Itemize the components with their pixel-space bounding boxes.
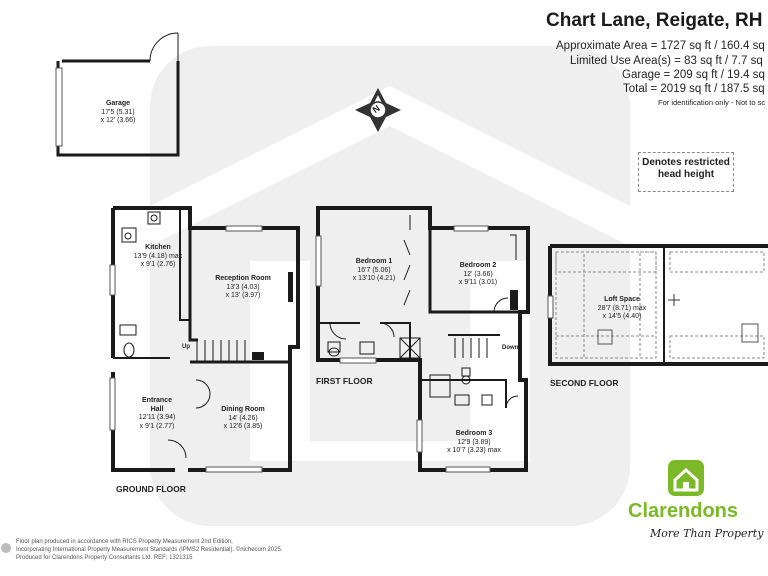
brand-name: Clarendons [628,500,739,522]
stairs-up-label: Up [182,344,190,350]
room-dim-1: 12' (3.66) [463,270,493,278]
room-dim-1: 12'11 (3.94) [138,414,176,421]
brand-tagline: More Than Property [650,527,764,540]
identification-note: For identification only - Not to sc [658,98,766,107]
restricted-height-areas [555,251,765,359]
loft-walls [548,244,768,366]
room-dim-2: x 13'10 (4.21) [352,275,396,282]
room-loft-space: Loft Space 28'7 (8.71) max x 14'5 (4.40) [590,296,654,322]
first-floor-walls [316,206,530,472]
room-name: Bedroom 2 [459,262,497,269]
garage-area: Garage = 209 sq ft / 19.4 sq [622,69,765,81]
room-dim-2: x 12' (3.66) [100,117,136,124]
room-dim-1: 17'5 (5.31) [101,108,135,116]
room-name: Loft Space [604,296,640,303]
room-garage: Garage 17'5 (5.31) x 12' (3.66) [88,100,148,126]
second-floor-label: SECOND FLOOR [550,378,619,388]
compass-icon [355,88,401,132]
footer-line-1: Floor plan produced in accordance with R… [16,539,233,545]
room-dim-1: 14' (4.26) [228,414,258,422]
room-bedroom-2: Bedroom 2 12' (3.66) x 9'11 (3.01) [450,262,506,288]
room-dim-1: 13'9 (4.18) max [133,252,183,260]
clarendons-logo-icon [668,460,704,496]
limited-use-area: Limited Use Area(s) = 83 sq ft / 7.7 sq [570,55,763,67]
room-dim-2: x 9'1 (2.76) [140,261,176,268]
total-area: Total = 2019 sq ft / 187.5 sq [623,83,765,95]
room-name-2: Hall [150,405,164,413]
room-dim-2: x 9'1 (2.77) [139,422,175,430]
footer-logo-icon [1,543,11,553]
ground-floor-fixtures [119,211,246,459]
room-dim-2: x 9'11 (3.01) [458,279,498,286]
room-dining: Dining Room 14' (4.26) x 12'6 (3.85) [208,406,278,432]
ground-floor-label: GROUND FLOOR [116,484,186,494]
footer-line-2: Incorporating International Property Mea… [16,547,283,553]
first-floor-fixtures [327,215,519,409]
room-kitchen: Kitchen 13'9 (4.18) max x 9'1 (2.76) [128,244,188,270]
room-name: Bedroom 1 [355,258,393,265]
room-dim-2: x 12'6 (3.85) [223,423,263,430]
footer-line-3: Produced for Clarendons Property Consult… [16,555,193,561]
legend-line-1: Denotes restricted [642,157,730,168]
room-bedroom-3: Bedroom 3 12'9 (3.89) x 10'7 (3.23) max [440,430,508,456]
garage-walls [56,32,180,157]
room-name: Kitchen [145,244,171,251]
room-name: Dining Room [221,406,265,413]
room-entrance-hall: Entrance Hall 12'11 (3.94) x 9'1 (2.77) [128,397,186,431]
room-name: Bedroom 3 [455,430,493,437]
room-dim-2: x 10'7 (3.23) max [447,447,501,454]
room-dim-2: x 13' (3.97) [225,292,261,299]
room-dim-2: x 14'5 (4.40) [602,313,642,320]
property-title: Chart Lane, Reigate, RH [546,10,763,31]
room-dim-1: 28'7 (8.71) max [597,304,647,312]
room-name: Reception Room [215,275,271,282]
room-dim-1: 13'3 (4.03) [226,283,260,291]
first-floor-label: FIRST FLOOR [316,376,373,386]
room-dim-1: 12'9 (3.89) [457,438,491,446]
room-reception: Reception Room 13'3 (4.03) x 13' (3.97) [208,275,278,301]
room-dim-1: 16'7 (5.06) [357,266,391,274]
stairs-down-label: Down [502,345,519,351]
legend-line-2: head height [657,169,715,180]
room-bedroom-1: Bedroom 1 16'7 (5.06) x 13'10 (4.21) [346,258,402,284]
room-name: Garage [105,100,131,107]
restricted-height-legend: Denotes restricted head height [638,152,734,192]
room-name: Entrance [142,397,172,404]
approximate-area: Approximate Area = 1727 sq ft / 160.4 sq [556,40,765,52]
